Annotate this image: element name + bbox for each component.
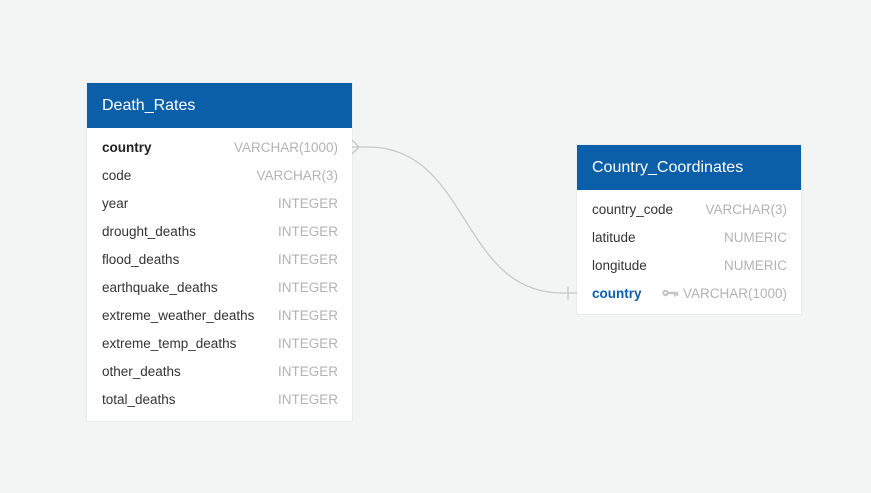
field-name: flood_deaths — [102, 251, 180, 267]
field-name: extreme_temp_deaths — [102, 336, 237, 352]
field-type: NUMERIC — [724, 257, 787, 273]
key-icon — [662, 290, 679, 297]
field-row-latitude[interactable]: latitude NUMERIC — [577, 223, 801, 251]
field-type: NUMERIC — [724, 229, 787, 245]
field-row-total-deaths[interactable]: total_deaths INTEGER — [87, 386, 352, 414]
table-title[interactable]: Country_Coordinates — [577, 145, 801, 190]
field-row-code[interactable]: code VARCHAR(3) — [87, 161, 352, 189]
table-country-coordinates[interactable]: Country_Coordinates country_code VARCHAR… — [577, 145, 801, 314]
field-row-other-deaths[interactable]: other_deaths INTEGER — [87, 358, 352, 386]
field-type: VARCHAR(3) — [705, 201, 787, 217]
field-name: country — [102, 139, 152, 155]
field-row-year[interactable]: year INTEGER — [87, 189, 352, 217]
field-row-longitude[interactable]: longitude NUMERIC — [577, 251, 801, 279]
field-type: VARCHAR(3) — [256, 167, 338, 183]
table-title[interactable]: Death_Rates — [87, 83, 352, 128]
field-row-extreme-weather-deaths[interactable]: extreme_weather_deaths INTEGER — [87, 302, 352, 330]
field-name: longitude — [592, 257, 647, 273]
field-type-with-key: VARCHAR(1000) — [661, 286, 787, 301]
field-name: country_code — [592, 201, 674, 217]
field-name: year — [102, 195, 129, 211]
field-row-drought-deaths[interactable]: drought_deaths INTEGER — [87, 217, 352, 245]
field-type: INTEGER — [277, 308, 338, 324]
field-type: INTEGER — [277, 251, 338, 267]
field-type: INTEGER — [277, 195, 338, 211]
field-name: earthquake_deaths — [102, 280, 218, 296]
field-name: total_deaths — [102, 392, 176, 408]
field-type: INTEGER — [277, 280, 338, 296]
field-name: drought_deaths — [102, 223, 196, 239]
table-death-rates[interactable]: Death_Rates country VARCHAR(1000) code V… — [87, 83, 352, 421]
field-row-country[interactable]: country VARCHAR(1000) — [87, 133, 352, 161]
field-name: country — [592, 285, 642, 301]
field-type: INTEGER — [277, 364, 338, 380]
field-row-country-fk[interactable]: country VARCHAR(1000) — [577, 279, 801, 307]
field-list: country VARCHAR(1000) code VARCHAR(3) ye… — [87, 128, 352, 421]
field-type: VARCHAR(1000) — [682, 285, 787, 301]
field-name: extreme_weather_deaths — [102, 308, 255, 324]
field-type: INTEGER — [277, 223, 338, 239]
field-row-earthquake-deaths[interactable]: earthquake_deaths INTEGER — [87, 273, 352, 301]
field-row-flood-deaths[interactable]: flood_deaths INTEGER — [87, 245, 352, 273]
field-list: country_code VARCHAR(3) latitude NUMERIC… — [577, 190, 801, 314]
field-row-extreme-temp-deaths[interactable]: extreme_temp_deaths INTEGER — [87, 330, 352, 358]
relationship-line — [352, 146, 577, 294]
field-name: latitude — [592, 229, 636, 245]
field-type: VARCHAR(1000) — [233, 139, 338, 155]
many-crowfoot-icon — [351, 139, 360, 155]
field-name: other_deaths — [102, 364, 181, 380]
field-type: INTEGER — [277, 336, 338, 352]
field-type: INTEGER — [277, 392, 338, 408]
field-row-country-code[interactable]: country_code VARCHAR(3) — [577, 195, 801, 223]
field-name: code — [102, 167, 132, 183]
